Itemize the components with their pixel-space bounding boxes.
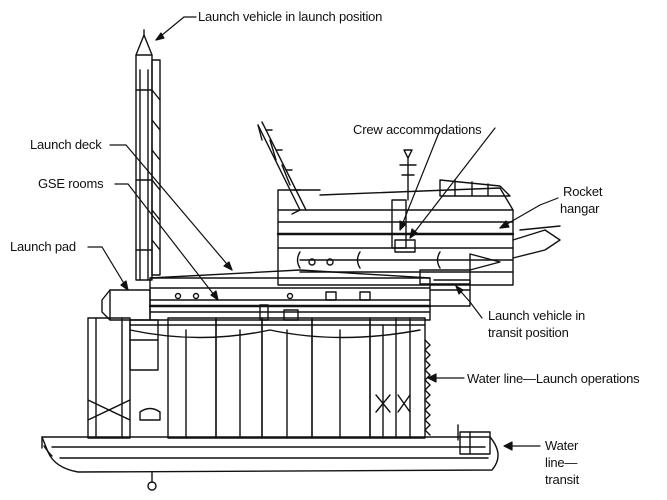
hangar [276, 179, 561, 286]
label-water-line-transit-line2: line— [545, 455, 578, 470]
label-launch-pad: Launch pad [10, 239, 76, 254]
label-transit-position-line2: transit position [488, 325, 569, 340]
label-transit-position-line1: Launch vehicle in [488, 308, 586, 323]
label-rocket-hangar-line2: hangar [560, 201, 600, 216]
main-deck [101, 269, 471, 321]
columns [87, 317, 431, 439]
label-crew-accommodations: Crew accommodations [353, 122, 482, 137]
label-water-line-launch: Water line—Launch operations [467, 371, 640, 386]
label-launch-position: Launch vehicle in launch position [198, 9, 383, 24]
leader-lines [87, 16, 559, 451]
launch-tower [129, 29, 161, 371]
crane [257, 121, 417, 215]
label-gse-rooms: GSE rooms [38, 176, 104, 191]
label-launch-deck: Launch deck [30, 137, 102, 152]
hull [41, 424, 499, 491]
label-rocket-hangar-line1: Rocket [563, 184, 603, 199]
label-water-line-transit-line3: transit [545, 472, 580, 487]
label-water-line-transit-line1: Water [545, 438, 579, 453]
